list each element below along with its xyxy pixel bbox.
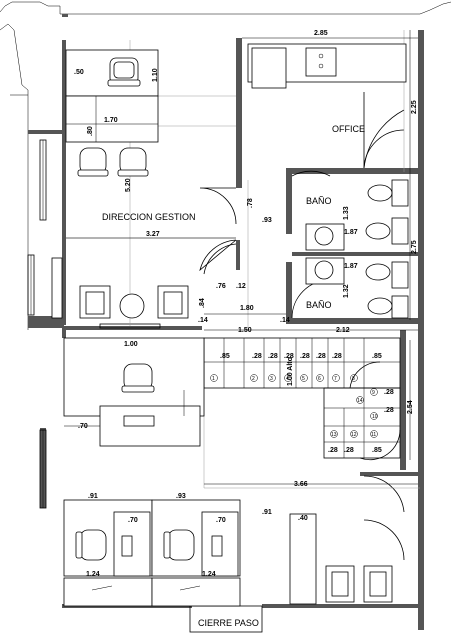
svg-text:10: 10 <box>372 414 378 420</box>
svg-text:5: 5 <box>302 376 305 382</box>
svg-text:.85: .85 <box>220 353 230 360</box>
svg-text:.78: .78 <box>247 198 254 208</box>
svg-text:.14: .14 <box>280 317 290 324</box>
svg-text:2.25: 2.25 <box>411 100 418 114</box>
svg-text:1.80: 1.80 <box>240 305 254 312</box>
svg-text:2.12: 2.12 <box>336 327 350 334</box>
room-label-bano-bottom: BAÑO <box>306 300 332 310</box>
svg-text:.85: .85 <box>372 353 382 360</box>
room-label-cierre: CIERRE PASO <box>198 618 259 628</box>
toilet-icon <box>365 179 409 319</box>
dimension-lines <box>64 30 418 485</box>
svg-text:1.87: 1.87 <box>344 229 358 236</box>
office-counter <box>247 43 407 89</box>
svg-text:5.20: 5.20 <box>125 178 132 192</box>
doors <box>199 92 405 561</box>
svg-text:11: 11 <box>371 432 376 438</box>
svg-text:9: 9 <box>372 390 375 396</box>
svg-text:.28: .28 <box>300 353 310 360</box>
svg-text:1.00: 1.00 <box>124 341 138 348</box>
svg-text:.80: .80 <box>87 126 94 136</box>
svg-text:3: 3 <box>270 376 273 382</box>
svg-text:.93: .93 <box>176 493 186 500</box>
svg-text:1.32: 1.32 <box>343 284 350 298</box>
svg-text:.93: .93 <box>262 217 272 224</box>
svg-text:.28: .28 <box>344 447 354 454</box>
svg-text:.91: .91 <box>88 493 98 500</box>
svg-text:1: 1 <box>212 376 215 382</box>
svg-text:1.24: 1.24 <box>86 571 100 578</box>
svg-text:12: 12 <box>351 432 357 438</box>
sink-icon <box>305 223 345 285</box>
svg-text:.40: .40 <box>298 515 308 522</box>
svg-text:.28: .28 <box>316 353 326 360</box>
svg-text:3.66: 3.66 <box>294 481 308 488</box>
svg-text:13: 13 <box>331 432 337 438</box>
armchair-icon <box>51 257 189 319</box>
svg-text:.85: .85 <box>372 447 382 454</box>
chair-icon <box>121 363 155 393</box>
chair-icon <box>107 57 141 87</box>
svg-text:1.10: 1.10 <box>152 68 159 82</box>
svg-text:.14: .14 <box>198 317 208 324</box>
svg-text:.28: .28 <box>332 353 342 360</box>
svg-text:1.33: 1.33 <box>343 206 350 220</box>
svg-text:.28: .28 <box>268 353 278 360</box>
room-labels: DIRECCION GESTION OFFICE BAÑO BAÑO CIERR… <box>102 124 365 628</box>
room-label-direccion: DIRECCION GESTION <box>102 212 196 222</box>
svg-text:1.50: 1.50 <box>238 327 252 334</box>
svg-text:1.24: 1.24 <box>202 571 216 578</box>
svg-text:3.27: 3.27 <box>146 231 160 238</box>
svg-text:.70: .70 <box>78 423 88 430</box>
svg-text:2.54: 2.54 <box>407 400 414 414</box>
staircase <box>203 337 401 461</box>
svg-text:.70: .70 <box>216 517 226 524</box>
svg-text:2: 2 <box>252 376 255 382</box>
property-boundary <box>0 1 451 330</box>
room-label-bano-top: BAÑO <box>306 196 332 206</box>
svg-text:.28: .28 <box>252 353 262 360</box>
svg-text:.28: .28 <box>284 353 294 360</box>
svg-text:.91: .91 <box>262 509 272 516</box>
svg-text:6: 6 <box>318 376 321 382</box>
svg-text:.28: .28 <box>384 389 394 396</box>
svg-text:.76: .76 <box>216 283 226 290</box>
svg-text:.84: .84 <box>199 298 206 308</box>
svg-text:.50: .50 <box>74 69 84 76</box>
dimension-labels: 2.85 .50 1.10 1.70 .80 5.20 2.25 1.33 1.… <box>74 30 418 578</box>
stair-numbers: 1 2 3 4 5 6 7 8 9 10 11 12 13 14 <box>210 374 378 438</box>
stair-tread-labels: .28 .28 .28 .28 .28 .28 .28 .28 .28 .28 … <box>252 353 394 454</box>
chair-icon <box>75 529 195 561</box>
svg-text:2.75: 2.75 <box>411 240 418 254</box>
svg-text:8: 8 <box>352 376 355 382</box>
svg-text:14: 14 <box>357 398 363 404</box>
svg-text:1.87: 1.87 <box>344 263 358 270</box>
svg-text:.70: .70 <box>128 517 138 524</box>
windows <box>27 139 263 633</box>
svg-text:1.00 Alto: 1.00 Alto <box>287 357 294 386</box>
svg-text:.28: .28 <box>384 407 394 414</box>
svg-text:2.85: 2.85 <box>314 30 328 37</box>
chair-icon <box>77 147 149 177</box>
svg-text:4: 4 <box>286 376 289 382</box>
svg-text:1.70: 1.70 <box>104 117 118 124</box>
svg-text:.12: .12 <box>236 283 246 290</box>
svg-text:7: 7 <box>334 376 337 382</box>
svg-text:.28: .28 <box>328 447 338 454</box>
walls <box>28 14 424 630</box>
cabinet <box>289 513 393 605</box>
room-label-office: OFFICE <box>332 124 365 134</box>
